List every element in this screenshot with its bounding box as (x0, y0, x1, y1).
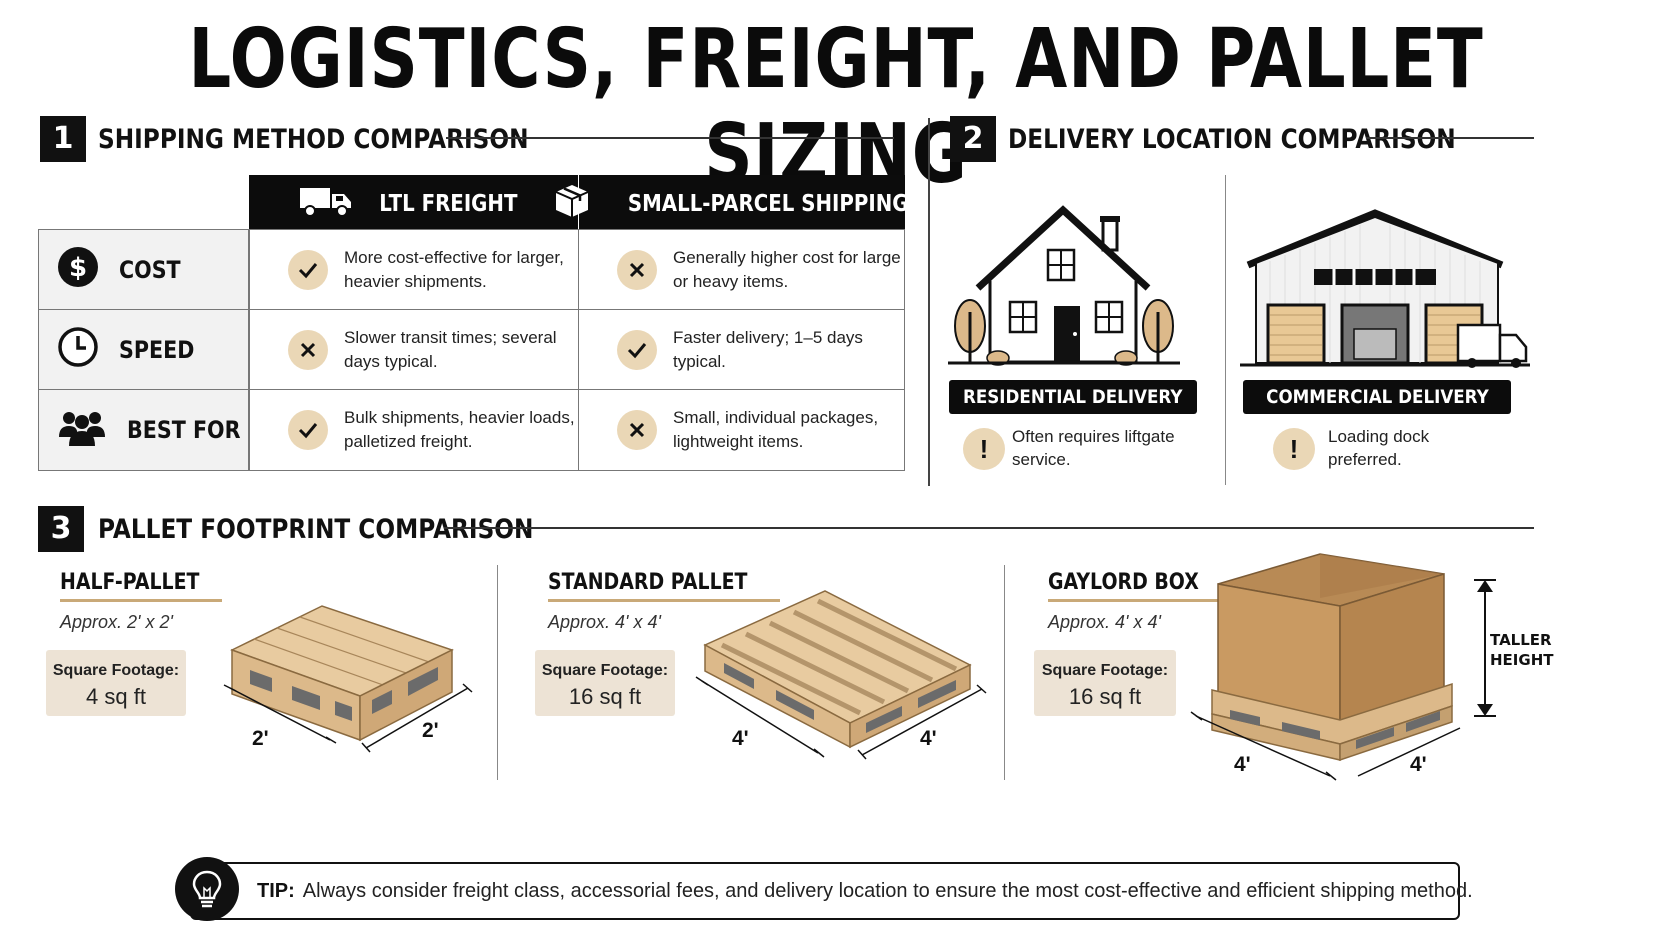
cell-cost-parcel: Generally higher cost for large or heavy… (578, 229, 905, 310)
people-icon (57, 409, 107, 452)
section-divider (1366, 137, 1534, 139)
tip-label: TIP: (257, 879, 295, 902)
sqft-value: 16 sq ft (1068, 684, 1142, 709)
row-label-text: COST (119, 255, 181, 284)
delivery-divider (1225, 175, 1226, 485)
check-icon (288, 410, 328, 450)
standard-pallet-size: Approx. 4' x 4' (548, 612, 661, 632)
cell-text: More cost-effective for larger, heavier … (344, 247, 564, 291)
section-divider (444, 527, 1534, 529)
cell-text: Small, individual packages, lightweight … (673, 408, 879, 451)
warehouse-icon (1240, 205, 1530, 375)
row-label-text: SPEED (119, 335, 195, 364)
clock-icon (57, 326, 99, 373)
half-pallet-dim-a: 2' (252, 727, 269, 750)
sqft-label: Square Footage: (1041, 662, 1169, 679)
pallet-divider (1004, 565, 1005, 780)
tip-text: Always consider freight class, accessori… (302, 879, 1473, 902)
section-number-2: 2 (950, 116, 996, 162)
gaylord-box-sqft: Square Footage: 16 sq ft (1034, 650, 1176, 716)
lightbulb-icon (175, 857, 239, 921)
column-header-parcel-label: SMALL-PARCEL SHIPPING (627, 191, 909, 217)
residential-delivery-label: RESIDENTIAL DELIVERY (949, 380, 1197, 414)
row-label-cost: $ COST (38, 229, 249, 310)
commercial-note: Loading dock preferred. (1328, 427, 1430, 469)
residential-note: Often requires liftgate service. (1012, 427, 1175, 469)
row-label-text: BEST FOR (127, 416, 241, 444)
cell-cost-ltl: More cost-effective for larger, heavier … (249, 229, 579, 310)
gaylord-dim-a: 4' (1234, 753, 1251, 776)
cell-speed-parcel: Faster delivery; 1–5 days typical. (578, 309, 905, 390)
warning-icon: ! (1273, 428, 1315, 470)
sqft-label: Square Footage: (541, 662, 669, 679)
section-number-1: 1 (40, 116, 86, 162)
gaylord-box-title: GAYLORD BOX (1048, 570, 1224, 602)
half-pallet-sqft: Square Footage: 4 sq ft (46, 650, 186, 716)
taller-height-label: TALLER HEIGHT (1490, 631, 1554, 669)
half-pallet-title: HALF-PALLET (60, 570, 223, 602)
tip-banner: TIP: Always consider freight class, acce… (190, 862, 1473, 920)
house-icon (948, 200, 1183, 375)
standard-pallet-sqft: Square Footage: 16 sq ft (535, 650, 675, 716)
dollar-icon: $ (57, 246, 99, 293)
truck-icon (296, 184, 354, 224)
cross-icon (617, 410, 657, 450)
row-label-speed: SPEED (38, 309, 249, 390)
standard-pallet-title: STANDARD PALLET (548, 570, 780, 602)
half-pallet-dim-b: 2' (422, 719, 439, 742)
check-icon (288, 249, 328, 290)
page-title: LOGISTICS, FREIGHT, AND PALLET SIZING (188, 12, 1484, 202)
sqft-value: 4 sq ft (86, 684, 146, 709)
column-header-ltl-label: LTL FREIGHT (379, 191, 518, 217)
height-arrow (1470, 578, 1500, 723)
section-title-pallet: PALLET FOOTPRINT COMPARISON (98, 514, 534, 545)
check-icon (617, 329, 657, 370)
standard-pallet-dim-a: 4' (732, 727, 749, 750)
sqft-label: Square Footage: (52, 662, 180, 679)
gaylord-box-size: Approx. 4' x 4' (1048, 612, 1161, 632)
parcel-box-icon (553, 182, 591, 226)
sqft-value: 16 sq ft (568, 684, 642, 709)
cell-text: Bulk shipments, heavier loads, palletize… (344, 408, 575, 451)
column-header-ltl: LTL FREIGHT (249, 175, 578, 233)
half-pallet-illustration (210, 600, 480, 765)
half-pallet-size: Approx. 2' x 2' (60, 612, 173, 632)
cell-best-parcel: Small, individual packages, lightweight … (578, 389, 905, 471)
standard-pallet-dim-b: 4' (920, 727, 937, 750)
cell-speed-ltl: Slower transit times; several days typic… (249, 309, 579, 390)
cell-text: Slower transit times; several days typic… (344, 327, 557, 371)
cross-icon (288, 329, 328, 370)
cell-text: Generally higher cost for large or heavy… (673, 247, 901, 291)
gaylord-box-illustration (1180, 548, 1485, 788)
cell-best-ltl: Bulk shipments, heavier loads, palletize… (249, 389, 579, 471)
gaylord-dim-b: 4' (1410, 753, 1427, 776)
cell-text: Faster delivery; 1–5 days typical. (673, 327, 863, 371)
section-number-3: 3 (38, 506, 84, 552)
cross-icon (617, 249, 657, 290)
standard-pallet-illustration (690, 585, 990, 770)
section-divider (446, 137, 894, 139)
section-separator (928, 118, 930, 486)
warning-icon: ! (963, 428, 1005, 470)
commercial-delivery-label: COMMERCIAL DELIVERY (1243, 380, 1511, 414)
pallet-divider (497, 565, 498, 780)
svg-text:$: $ (69, 253, 87, 283)
row-label-best-for: BEST FOR (38, 389, 249, 471)
column-header-parcel: SMALL-PARCEL SHIPPING (555, 175, 908, 233)
section-title-delivery: DELIVERY LOCATION COMPARISON (1008, 124, 1456, 155)
section-title-shipping: SHIPPING METHOD COMPARISON (98, 124, 529, 155)
